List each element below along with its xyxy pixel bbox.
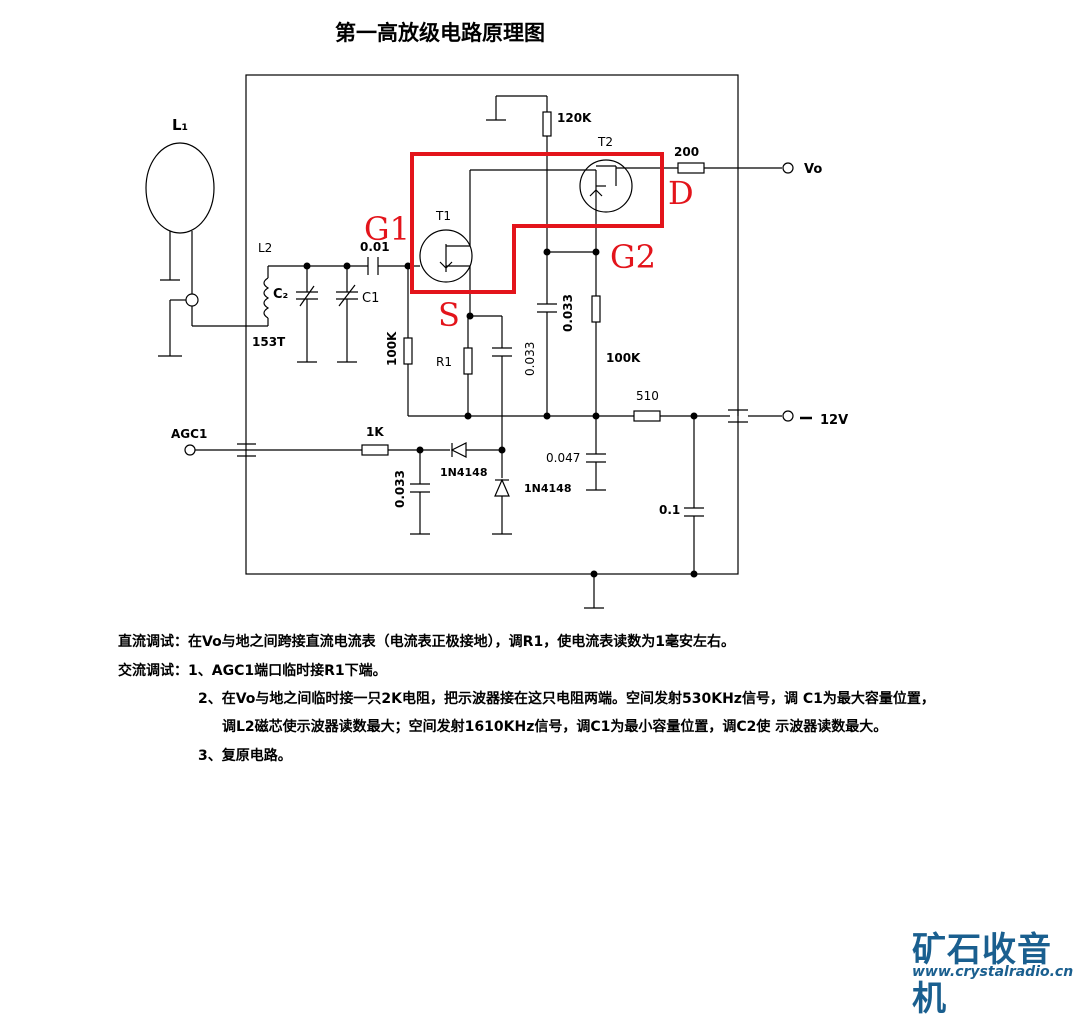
transistor-t2	[579, 159, 633, 213]
label-0033-mid: 0.033	[523, 342, 537, 376]
antenna-loop-l1	[145, 142, 215, 234]
label-0047: 0.047	[546, 451, 580, 465]
label-vo: Vo	[804, 162, 822, 177]
transistor-t1	[419, 229, 473, 283]
label-0033-low: 0.033	[393, 470, 407, 508]
page-title: 第一高放级电路原理图	[335, 21, 545, 45]
label-l1: L₁	[172, 116, 188, 134]
label-t1: T1	[435, 209, 451, 223]
annotation-g2: G2	[610, 238, 656, 276]
circuit-diagram: 第一高放级电路原理图 L₁ L2 C₂ C1 153T 0.01 T1 T2 1…	[145, 21, 848, 609]
label-0033-right: 0.033	[561, 294, 575, 332]
annotation-g1: G1	[364, 210, 410, 248]
label-153t: 153T	[252, 335, 286, 349]
annotation-outline	[410, 152, 664, 294]
annotation-d: D	[668, 174, 694, 212]
board-outline	[245, 74, 739, 575]
brand-logo: 矿石收音机	[912, 930, 1052, 1019]
label-1n4148-h: 1N4148	[440, 466, 487, 479]
label-t2: T2	[597, 135, 613, 149]
annotation-s: S	[438, 296, 460, 334]
label-01: 0.1	[659, 503, 680, 517]
label-r1: R1	[436, 355, 452, 369]
label-1n4148-v: 1N4148	[524, 482, 571, 495]
label-510: 510	[636, 389, 659, 403]
label-l2: L2	[258, 241, 272, 255]
label-c2: C₂	[273, 287, 288, 302]
label-agc1: AGC1	[171, 427, 207, 441]
wires	[145, 74, 812, 609]
label-200: 200	[674, 145, 699, 159]
label-c001: 0.01	[360, 240, 390, 254]
coil-l2	[263, 277, 270, 319]
label-100k-left: 100K	[385, 331, 399, 366]
label-1k: 1K	[366, 425, 384, 439]
junction-dots	[303, 248, 698, 578]
label-c1: C1	[362, 291, 379, 306]
label-100k-right: 100K	[606, 351, 641, 365]
label-12v: 12V	[820, 413, 848, 428]
brand-url: www.crystalradio.cn	[912, 964, 1074, 980]
label-120k: 120K	[557, 111, 592, 125]
